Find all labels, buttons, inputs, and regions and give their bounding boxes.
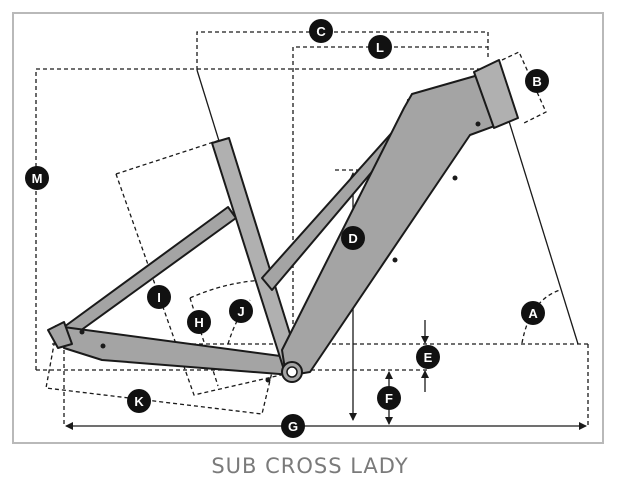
bike-frame	[47, 59, 519, 383]
head-tube	[473, 59, 519, 129]
chainstay-line	[45, 327, 273, 415]
frame-bolt	[475, 121, 481, 127]
label-g: G	[288, 419, 298, 434]
label-e: E	[424, 350, 433, 365]
model-title: SUB CROSS LADY	[211, 454, 409, 478]
label-d: D	[348, 231, 357, 246]
label-badge-e: E	[416, 345, 440, 369]
label-i: I	[157, 290, 161, 305]
label-badge-k: K	[127, 389, 151, 413]
label-badge-m: M	[25, 166, 49, 190]
label-c: C	[316, 24, 326, 39]
frame-bolt	[392, 257, 398, 263]
label-badge-i: I	[147, 285, 171, 309]
head-axis-line	[507, 117, 579, 345]
label-badge-a: A	[521, 301, 545, 325]
frame-bolt	[100, 343, 106, 349]
bottom-bracket-hole	[286, 366, 298, 378]
label-badge-h: H	[187, 310, 211, 334]
label-m: M	[32, 171, 43, 186]
frame-bolt	[452, 175, 458, 181]
seat-tube-top-line	[115, 139, 221, 175]
seat-tube-length-line	[115, 173, 295, 396]
label-k: K	[134, 394, 144, 409]
label-b: B	[532, 74, 541, 89]
label-badge-g: G	[281, 414, 305, 438]
frame-bolt	[265, 377, 271, 383]
label-badge-d: D	[341, 226, 365, 250]
chain-stay	[55, 325, 293, 376]
label-f: F	[385, 391, 393, 406]
rear-dropout	[47, 321, 73, 349]
label-h: H	[194, 315, 203, 330]
label-badge-c: C	[309, 19, 333, 43]
stack-reference-line	[35, 68, 492, 370]
label-j: J	[237, 304, 244, 319]
down-tube	[281, 73, 501, 377]
label-badge-f: F	[377, 386, 401, 410]
top-tube-reference-line	[196, 31, 489, 70]
seat-angle-arc	[189, 279, 265, 299]
label-l: L	[376, 40, 384, 55]
label-badge-j: J	[229, 299, 253, 323]
label-a: A	[528, 306, 538, 321]
label-badge-l: L	[368, 35, 392, 59]
frame-bolt	[79, 329, 85, 335]
label-badge-b: B	[525, 69, 549, 93]
